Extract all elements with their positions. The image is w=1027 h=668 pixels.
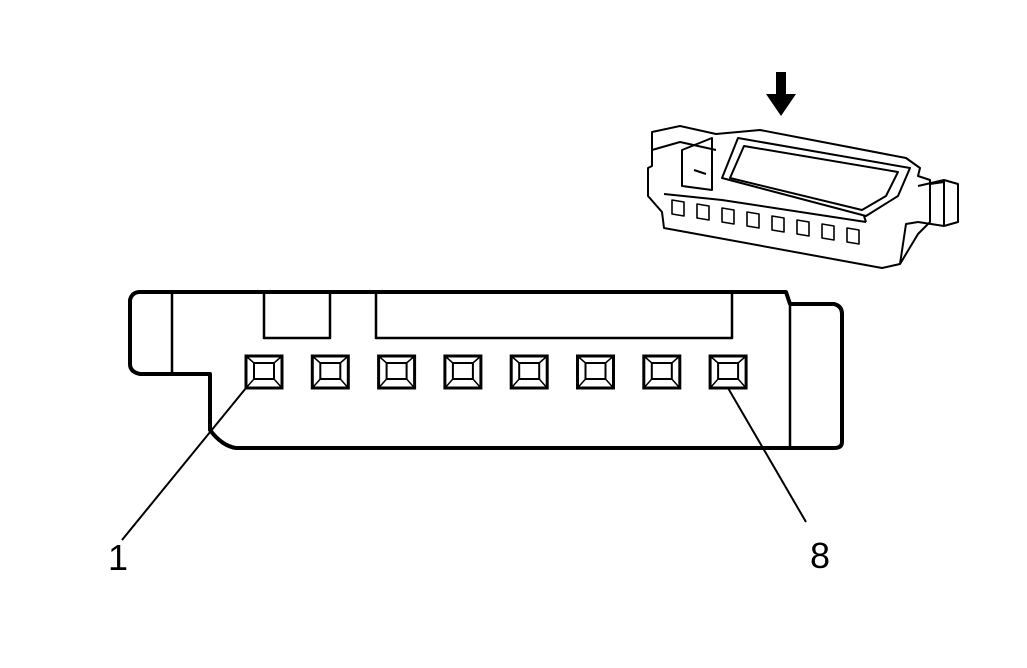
pin-cavity-2	[310, 354, 350, 390]
pin-cavity-4	[443, 354, 483, 390]
iso-pin-windows	[671, 199, 860, 245]
pin-cavities	[244, 354, 748, 390]
pin-cavity-1	[244, 354, 284, 390]
pin-1-leader-line	[121, 387, 247, 541]
pin-1-label: 1	[108, 537, 128, 578]
insertion-arrow-icon	[766, 72, 796, 116]
pin-cavity-5	[509, 354, 549, 390]
connector-front-view	[128, 290, 844, 450]
pin-8-label: 8	[810, 535, 830, 576]
pin-cavity-7	[642, 354, 682, 390]
pin-8-leader-line	[727, 387, 807, 523]
pin-cavity-3	[377, 354, 417, 390]
pin-cavity-6	[576, 354, 615, 390]
pin-callouts	[121, 387, 807, 541]
pin-cavity-8	[708, 354, 748, 390]
connector-isometric-view	[647, 72, 959, 269]
